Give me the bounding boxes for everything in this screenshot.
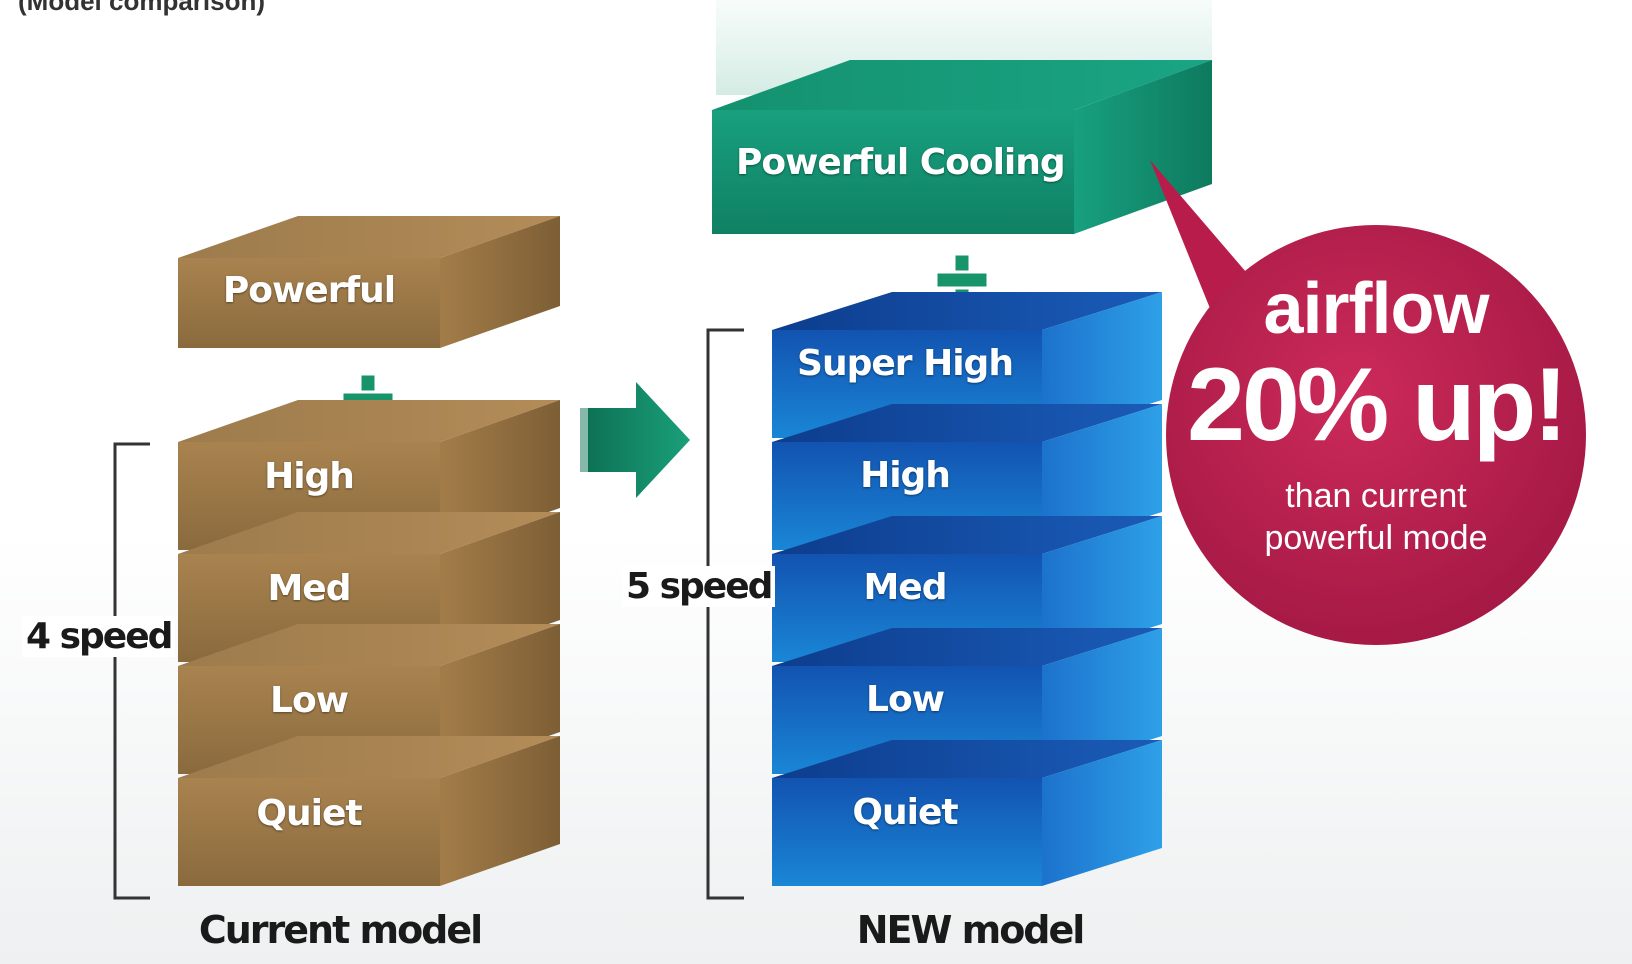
new-level-block-front xyxy=(772,778,1042,886)
current-level-block-top xyxy=(178,400,560,442)
new-level-block xyxy=(772,628,1162,774)
arrow-stripe xyxy=(580,408,588,472)
new-top-block xyxy=(712,60,1212,234)
plus-icon-c xyxy=(956,274,968,286)
new-level-block-side xyxy=(1042,292,1162,438)
new-level-block-top xyxy=(772,740,1162,778)
callout-line-mode: powerful mode xyxy=(1264,519,1488,557)
current-level-block-front xyxy=(178,778,440,886)
right-arrow-icon xyxy=(580,382,690,498)
current-top-block-front xyxy=(178,258,440,348)
current-level-block-top xyxy=(178,624,560,666)
new-speed-label: 5 speed xyxy=(622,566,776,607)
callout-line-percent: 20% up! xyxy=(1187,347,1568,463)
current-level-block-top xyxy=(178,512,560,554)
new-level-block-side xyxy=(1042,516,1162,662)
current-level-block-top xyxy=(178,736,560,778)
new-level-block-top xyxy=(772,628,1162,666)
callout-bubble xyxy=(1166,225,1586,645)
current-top-block xyxy=(178,216,560,348)
new-model-caption: NEW model xyxy=(856,908,1086,952)
new-bracket xyxy=(706,328,744,900)
new-level-block xyxy=(772,740,1162,886)
current-top-block-top xyxy=(178,216,560,258)
header-cut-text: (Model comparison) xyxy=(18,0,266,16)
new-top-block-front xyxy=(712,110,1074,234)
current-top-block-side xyxy=(440,216,560,348)
current-bracket xyxy=(113,442,150,900)
new-level-block-side xyxy=(1042,404,1162,550)
new-top-block-side xyxy=(1074,60,1212,234)
new-level-block-top xyxy=(772,404,1162,442)
new-level-block-top xyxy=(772,516,1162,554)
current-level-block-side xyxy=(440,736,560,886)
current-level-block xyxy=(178,736,560,886)
current-model-caption: Current model xyxy=(198,908,483,952)
current-speed-label: 4 speed xyxy=(22,616,176,657)
new-level-block-side xyxy=(1042,740,1162,886)
callout-line-than: than current xyxy=(1285,477,1467,515)
callout-line-airflow: airflow xyxy=(1263,269,1489,349)
new-level-block-side xyxy=(1042,628,1162,774)
new-level-block-top xyxy=(772,292,1162,330)
new-top-block-top xyxy=(712,60,1212,110)
